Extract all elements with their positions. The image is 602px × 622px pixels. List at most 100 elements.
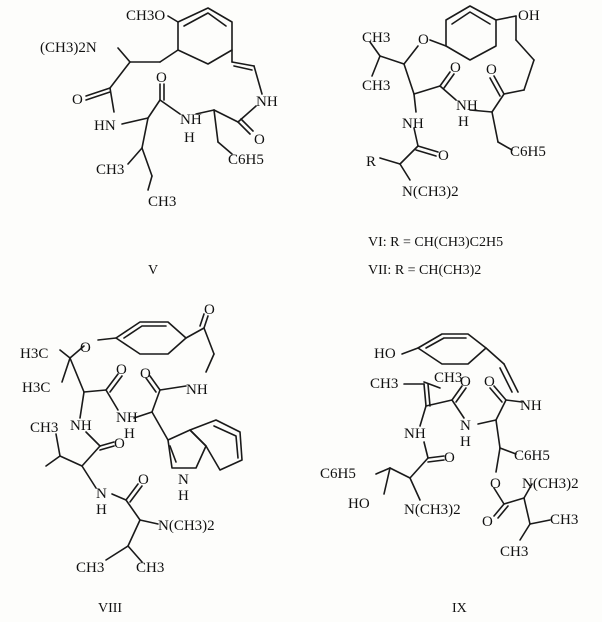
vi-co1b (443, 73, 455, 89)
viii-co2-nh (159, 385, 187, 391)
ix-h-c-label: H (460, 434, 471, 450)
ix-ester-ipr (523, 497, 531, 525)
v-side1 (141, 117, 149, 149)
v-caption: V (148, 263, 158, 278)
viii-o-amide4-label: O (138, 472, 149, 488)
ix-ipr2 (529, 519, 551, 525)
viii-indole-benzene (189, 419, 243, 471)
viii-alpha2-indole (151, 411, 169, 441)
v-vinyl1b (233, 65, 253, 71)
vi-o-amide1-label: O (450, 60, 461, 76)
v-ch3a-label: CH3 (96, 162, 124, 178)
vi-alpha3-n (399, 163, 411, 181)
ix-o-ester2-label: O (482, 514, 493, 530)
vi-ipr1 (369, 41, 381, 57)
ix-ch3-a-label: CH3 (500, 544, 528, 560)
v-ring-ch2 (159, 49, 179, 63)
viii-h-b-label: H (124, 426, 135, 442)
vi-co2b (489, 77, 501, 97)
v-nme2-label: (CH3)2N (40, 40, 97, 56)
ix-co2 (493, 385, 507, 401)
v-methoxy-bond (167, 15, 179, 23)
viii-ch3-a-label: CH3 (76, 560, 104, 576)
vi-ch-alpha (403, 63, 415, 95)
viii-o-amide1-label: O (116, 362, 127, 378)
viii-alpha3-nh (81, 465, 97, 489)
ix-ch3-b-label: CH3 (550, 512, 578, 528)
viii-alpha4-side (127, 519, 141, 547)
vi-oh-label: OH (518, 8, 540, 24)
vi-o-ch (403, 45, 419, 65)
vi-h-label: H (458, 114, 469, 130)
viii-nh-a-label: NH (186, 382, 208, 398)
ix-co3b (427, 459, 445, 463)
vi-alpha-nh (413, 93, 417, 113)
viii-co2b (145, 377, 157, 393)
viii-nh-b-label: NH (70, 418, 92, 434)
viii-co-nh (105, 389, 119, 411)
vi-benzene-ring (445, 5, 497, 61)
viii-side2 (105, 545, 129, 561)
v-co1 (85, 87, 111, 97)
vi-alpha3-r (379, 157, 401, 165)
v-o1-label: O (72, 92, 83, 108)
viii-h3c-a-label: H3C (20, 346, 48, 362)
vi-benzyl2 (497, 141, 513, 151)
ix-beta-ph (499, 447, 517, 455)
vi-o-ether-label: O (418, 32, 429, 48)
viii-alpha4-n (139, 519, 159, 525)
viii-alpha2-co (151, 389, 161, 413)
v-nh-vinyl (253, 65, 263, 95)
ix-nme2-a-label: N(CH3)2 (522, 476, 579, 492)
viii-c-me1 (59, 349, 71, 359)
viii-ch2-nh (205, 353, 215, 373)
ix-o-amide3-label: O (444, 450, 455, 466)
v-nh-alpha3 (195, 109, 215, 115)
v-co2-nh (159, 99, 181, 115)
viii-co3-alpha3 (81, 445, 101, 467)
viii-co-ch2 (203, 327, 215, 355)
vi-co2 (493, 75, 505, 95)
vi-ipr2 (371, 55, 381, 77)
viii-o-c (69, 345, 85, 359)
vi-nh2-label: NH (456, 98, 478, 114)
ix-ch3-me-label: CH3 (370, 376, 398, 392)
v-benzyl2 (217, 141, 233, 155)
viii-o-ketone-label: O (204, 302, 215, 318)
ix-ester-co-b (497, 505, 509, 519)
ix-nh-alpha2 (477, 419, 497, 425)
viii-o-ether-label: O (80, 340, 91, 356)
viii-h-d-label: H (96, 502, 107, 518)
v-nh-alpha2 (121, 117, 149, 125)
ix-alpha2-co (495, 399, 507, 421)
vi-o-amide2-label: O (486, 62, 497, 78)
v-alpha2-co (147, 99, 161, 119)
vi-ring-o (429, 39, 447, 47)
ix-o-co (493, 487, 505, 505)
viii-nh-co3 (85, 431, 101, 447)
viii-co4 (125, 483, 139, 501)
ix-nme2-b-label: N(CH3)2 (404, 502, 461, 518)
v-side4 (147, 175, 153, 191)
viii-co1b (109, 375, 123, 393)
ix-co1b (455, 387, 467, 403)
v-co3 (237, 121, 251, 135)
vi-ch-ipr (379, 55, 405, 65)
viii-ipr2 (55, 433, 61, 457)
ix-nh-a-label: NH (520, 398, 542, 414)
viii-h-indole-label: H (178, 488, 189, 504)
ix-ring-oh (401, 347, 419, 355)
ix-alpha3-n (409, 477, 421, 501)
vi-co3b (415, 149, 437, 157)
viii-nh-alpha2 (133, 411, 153, 419)
ix-co1 (451, 385, 463, 401)
viii-co1 (105, 373, 119, 391)
vi-nh1-label: NH (402, 116, 424, 132)
ix-ester-co (493, 503, 505, 517)
viii-nh-indole-label: N (178, 472, 189, 488)
vi-benzyl1 (491, 111, 499, 143)
v-phenyl-label: C6H5 (228, 152, 264, 168)
vii-caption: VII: R = CH(CH3)2 (368, 263, 481, 278)
v-alpha-n (117, 47, 131, 63)
